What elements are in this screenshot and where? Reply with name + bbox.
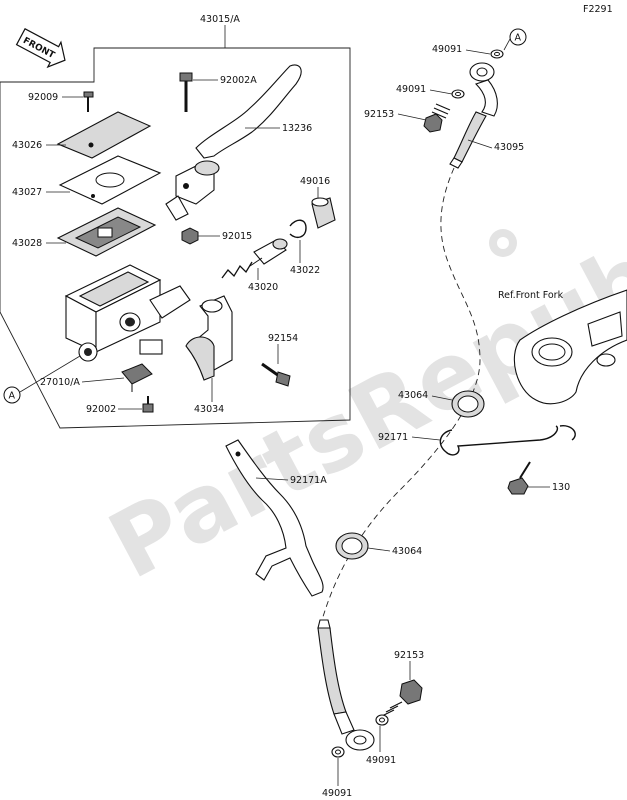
label-27010: 27010/A bbox=[40, 377, 80, 388]
label-43064-b: 43064 bbox=[392, 546, 422, 557]
front-arrow-icon: FRONT bbox=[15, 27, 66, 69]
part-43026 bbox=[56, 111, 152, 159]
label-13236: 13236 bbox=[282, 123, 312, 134]
part-92009 bbox=[83, 91, 94, 112]
label-43034: 43034 bbox=[194, 404, 224, 415]
svg-text:A: A bbox=[515, 33, 522, 44]
part-92153-bolt-top bbox=[423, 103, 451, 133]
label-49091-c: 49091 bbox=[366, 755, 396, 766]
label-49016: 49016 bbox=[300, 176, 330, 187]
part-banjo-fitting-top bbox=[469, 62, 498, 117]
part-49091-washer-fourth bbox=[331, 746, 345, 758]
label-49091-b: 49091 bbox=[396, 84, 426, 95]
part-43095-hose bbox=[449, 111, 487, 169]
label-43095: 43095 bbox=[494, 142, 524, 153]
part-43028 bbox=[56, 207, 157, 257]
label-130: 130 bbox=[552, 482, 570, 493]
part-92171a-bracket bbox=[225, 439, 324, 597]
label-43022: 43022 bbox=[290, 265, 320, 276]
label-43026: 43026 bbox=[12, 140, 42, 151]
part-master-cylinder-body bbox=[64, 264, 191, 362]
part-front-fork-reference bbox=[513, 289, 627, 405]
label-43020: 43020 bbox=[248, 282, 278, 293]
part-lower-hose bbox=[317, 619, 347, 715]
part-43034 bbox=[185, 295, 233, 381]
figure-code: F2291 bbox=[583, 4, 613, 15]
part-92153-bolt-bottom bbox=[381, 679, 423, 717]
part-92002 bbox=[142, 396, 154, 413]
label-49091-a: 49091 bbox=[432, 44, 462, 55]
part-49016 bbox=[311, 197, 336, 229]
label-92171a: 92171A bbox=[290, 475, 327, 486]
part-43027 bbox=[58, 155, 162, 205]
label-92153-b: 92153 bbox=[394, 650, 424, 661]
label-43028: 43028 bbox=[12, 238, 42, 249]
part-49091-washer-top bbox=[490, 49, 504, 59]
watermark-gear-icon bbox=[489, 229, 517, 257]
part-banjo-fitting-bottom bbox=[333, 711, 375, 751]
part-92171-clamp bbox=[439, 425, 576, 456]
label-92015: 92015 bbox=[222, 231, 252, 242]
label-92154: 92154 bbox=[268, 333, 298, 344]
callout-a-left: A bbox=[3, 386, 21, 404]
part-92002a bbox=[179, 72, 193, 112]
part-43020 bbox=[221, 238, 288, 279]
label-43015: 43015/A bbox=[200, 14, 240, 25]
part-92015 bbox=[181, 227, 199, 245]
label-92002: 92002 bbox=[86, 404, 116, 415]
callout-a-right: A bbox=[509, 28, 527, 46]
part-27010 bbox=[121, 363, 153, 392]
label-92171: 92171 bbox=[378, 432, 408, 443]
label-43064-a: 43064 bbox=[398, 390, 428, 401]
svg-text:A: A bbox=[9, 391, 16, 402]
label-92153-a: 92153 bbox=[364, 109, 394, 120]
part-13236-lever bbox=[165, 64, 302, 221]
part-92154 bbox=[261, 362, 291, 387]
reference-note: Ref.Front Fork bbox=[498, 290, 564, 301]
part-43022 bbox=[289, 219, 307, 239]
hose-path-dashed bbox=[321, 167, 481, 621]
assembly-frame bbox=[0, 47, 351, 429]
label-43027: 43027 bbox=[12, 187, 42, 198]
label-92009: 92009 bbox=[28, 92, 58, 103]
part-43064-grommet-upper bbox=[451, 390, 485, 418]
label-49091-d: 49091 bbox=[322, 788, 352, 799]
part-49091-washer-second bbox=[451, 89, 465, 99]
part-43064-grommet-lower bbox=[335, 532, 369, 560]
label-92002a: 92002A bbox=[220, 75, 257, 86]
part-49091-washer-third bbox=[375, 714, 389, 726]
part-130-bolt bbox=[507, 461, 531, 495]
